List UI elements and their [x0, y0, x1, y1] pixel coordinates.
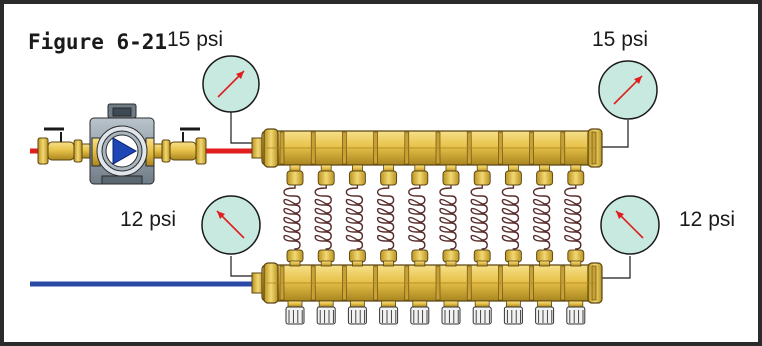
- supply-outlet-fitting: [567, 170, 585, 186]
- balancing-valve-body: [381, 300, 397, 308]
- balancing-valve-cap: [379, 306, 399, 325]
- balancing-valve-cap: [441, 306, 461, 325]
- balancing-valve-body: [568, 300, 584, 308]
- supply-outlet-fitting: [317, 170, 335, 186]
- loop-tube: [439, 185, 457, 252]
- balancing-valve-cap: [285, 306, 305, 325]
- balancing-valve-body: [505, 300, 521, 308]
- return-inlet-stem: [445, 260, 457, 267]
- supply-outlet-fitting: [473, 170, 491, 186]
- return-inlet-fitting: [442, 249, 460, 263]
- circulator-pump-icon: [89, 103, 155, 185]
- balancing-valve-cap: [472, 306, 492, 325]
- supply-outlet-fitting: [411, 170, 429, 186]
- return-inlet-stem: [476, 260, 488, 267]
- return-inlet-stem: [414, 260, 426, 267]
- loop-tube: [564, 185, 582, 252]
- supply-outlet-fitting: [348, 170, 366, 186]
- return-right-gauge-label: 12 psi: [679, 208, 736, 231]
- balancing-valve-cap: [503, 306, 523, 325]
- loop-tube: [470, 185, 488, 252]
- return-inlet-stem: [320, 260, 332, 267]
- return-inlet-fitting: [504, 249, 522, 263]
- loop-tube: [376, 185, 395, 252]
- loop-tube: [283, 185, 301, 252]
- return-inlet-stem: [539, 260, 550, 267]
- return-inlet-fitting: [317, 249, 335, 263]
- balancing-valve-body: [537, 300, 552, 308]
- figure-title: Figure 6-21: [28, 30, 168, 54]
- supply-left-gauge-label: 15 psi: [167, 28, 224, 51]
- supply-outlet-fitting: [286, 170, 304, 186]
- pressure-gauge-icon: [598, 60, 658, 120]
- balancing-valve-body: [412, 300, 428, 308]
- balancing-valve-cap: [347, 306, 367, 325]
- return-inlet-stem: [351, 260, 363, 267]
- pressure-gauge-icon: [600, 195, 660, 255]
- return-inlet-stem: [289, 260, 301, 267]
- return-inlet-stem: [507, 260, 519, 267]
- return-inlet-fitting: [348, 249, 366, 263]
- supply-outlet-fitting: [442, 170, 460, 186]
- return-inlet-fitting: [567, 249, 585, 263]
- supply-outlet-fitting: [504, 170, 522, 186]
- return-inlet-stem: [570, 260, 582, 267]
- pressure-gauge-icon: [202, 55, 260, 113]
- return-inlet-fitting: [536, 249, 554, 263]
- supply-outlet-fitting: [536, 170, 554, 186]
- loop-tube: [408, 185, 426, 252]
- return-left-gauge-label: 12 psi: [120, 208, 177, 231]
- gauge-stems: [230, 111, 631, 279]
- ball-valve-icon: [161, 127, 207, 165]
- loop-tube: [345, 185, 364, 252]
- balancing-valve-body: [474, 300, 490, 308]
- balancing-valve-body: [318, 300, 334, 308]
- return-inlet-stem: [383, 260, 395, 267]
- balancing-valve-body: [443, 300, 459, 308]
- balancing-valve-cap: [535, 306, 555, 325]
- loop-tube: [314, 185, 332, 252]
- return-inlet-fitting: [286, 249, 304, 263]
- ball-valve-icon: [37, 127, 83, 165]
- pressure-gauge-icon: [201, 195, 261, 255]
- balancing-valve-body: [287, 300, 303, 308]
- supply-right-gauge-label: 15 psi: [592, 28, 649, 51]
- balancing-valve-body: [349, 300, 365, 308]
- return-inlet-fitting: [473, 249, 491, 263]
- return-inlet-fitting: [380, 249, 398, 263]
- return-inlet-fitting: [411, 249, 429, 263]
- balancing-valve-cap: [410, 306, 430, 325]
- loop-tube: [532, 185, 551, 252]
- loop-tube: [501, 185, 520, 252]
- balancing-valve-cap: [316, 306, 336, 325]
- balancing-valve-cap: [566, 306, 586, 325]
- manifold-icon: [251, 128, 603, 325]
- supply-outlet-fitting: [380, 170, 398, 186]
